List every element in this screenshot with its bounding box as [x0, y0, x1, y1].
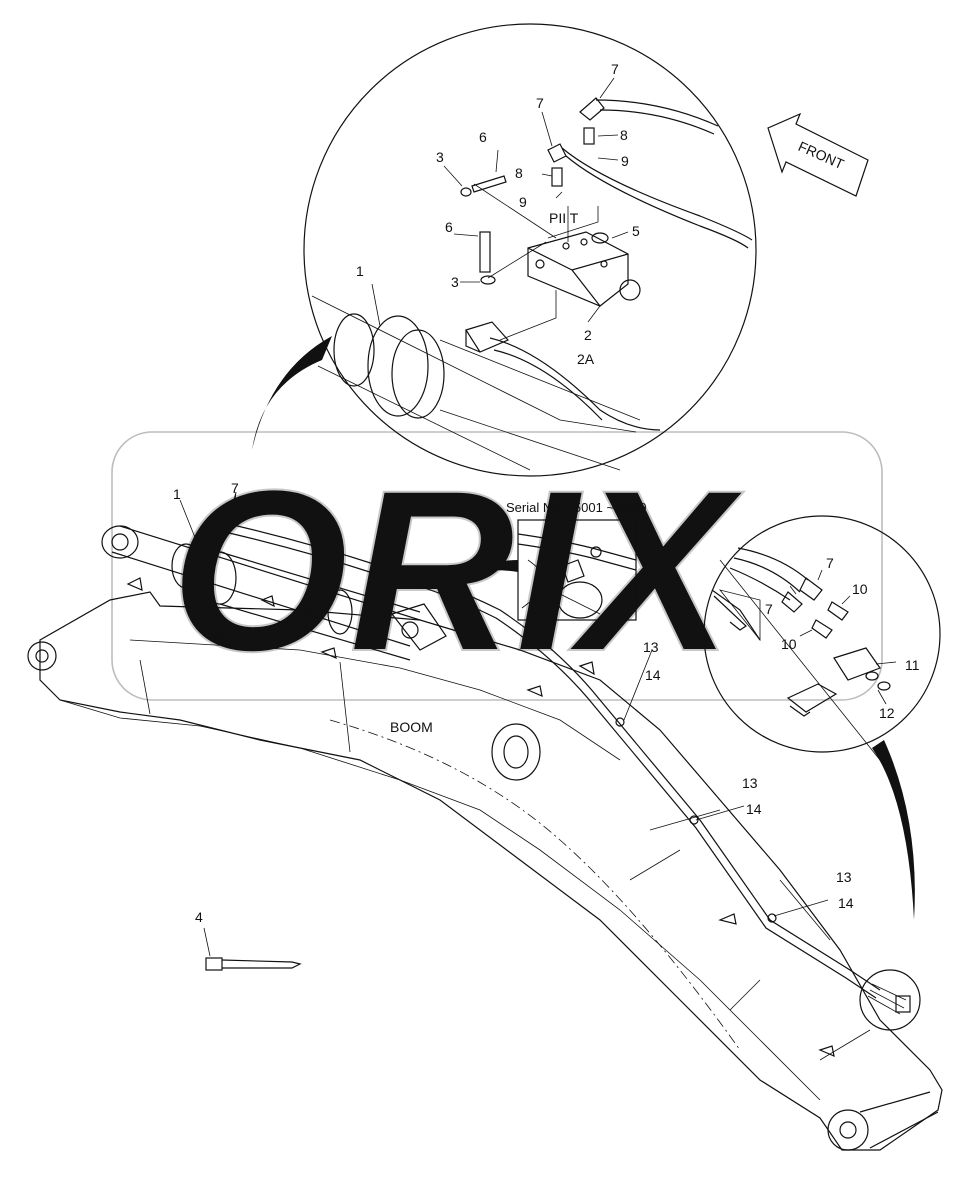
part-2a-label: 2A — [577, 351, 595, 367]
callout-6: 6 — [479, 129, 487, 145]
callout-13: 13 — [742, 775, 758, 791]
callout-8: 8 — [515, 165, 523, 181]
callouts: 1 1 2 3 3 4 5 6 6 7 7 7 7 7 8 8 9 9 10 1… — [173, 61, 920, 925]
front-label: FRONT — [796, 138, 847, 172]
callout-14: 14 — [645, 667, 661, 683]
callout-7: 7 — [611, 61, 619, 77]
callout-3: 3 — [436, 149, 444, 165]
callout-4: 4 — [195, 909, 203, 925]
callout-7: 7 — [765, 601, 773, 617]
detail-circle-right — [703, 515, 941, 920]
watermark: ORIX — [111, 431, 883, 701]
boom — [27, 521, 943, 1151]
callout-6: 6 — [445, 219, 453, 235]
serial-label: Serial No. : 5001 ~ 5129 — [506, 500, 647, 515]
callout-7: 7 — [826, 555, 834, 571]
text-labels: BOOM PII T Serial No. : 5001 ~ 5129 2A — [390, 210, 647, 735]
callout-9: 9 — [519, 194, 527, 210]
callout-3: 3 — [451, 274, 459, 290]
callout-7: 7 — [231, 480, 239, 496]
serial-inset — [452, 519, 637, 621]
callout-10: 10 — [781, 636, 797, 652]
callout-7: 7 — [536, 95, 544, 111]
callout-11: 11 — [905, 657, 920, 673]
callout-8: 8 — [620, 127, 628, 143]
callout-1: 1 — [356, 263, 364, 279]
callout-9: 9 — [621, 153, 629, 169]
boom-label: BOOM — [390, 719, 433, 735]
callout-10: 10 — [852, 581, 868, 597]
callout-14: 14 — [746, 801, 762, 817]
detail-circle-small — [859, 969, 921, 1031]
detail-circle-top — [252, 23, 757, 477]
front-arrow: FRONT — [767, 112, 869, 197]
callout-13: 13 — [836, 869, 852, 885]
callout-1: 1 — [173, 486, 181, 502]
callout-2: 2 — [584, 327, 592, 343]
leader-lines — [179, 491, 829, 917]
cable-tie — [203, 927, 302, 971]
watermark-text: ORIX — [170, 442, 744, 699]
callout-5: 5 — [632, 223, 640, 239]
pilot-port-label: PII T — [549, 210, 579, 226]
callout-12: 12 — [879, 705, 895, 721]
callout-13: 13 — [643, 639, 659, 655]
callout-14: 14 — [838, 895, 854, 911]
